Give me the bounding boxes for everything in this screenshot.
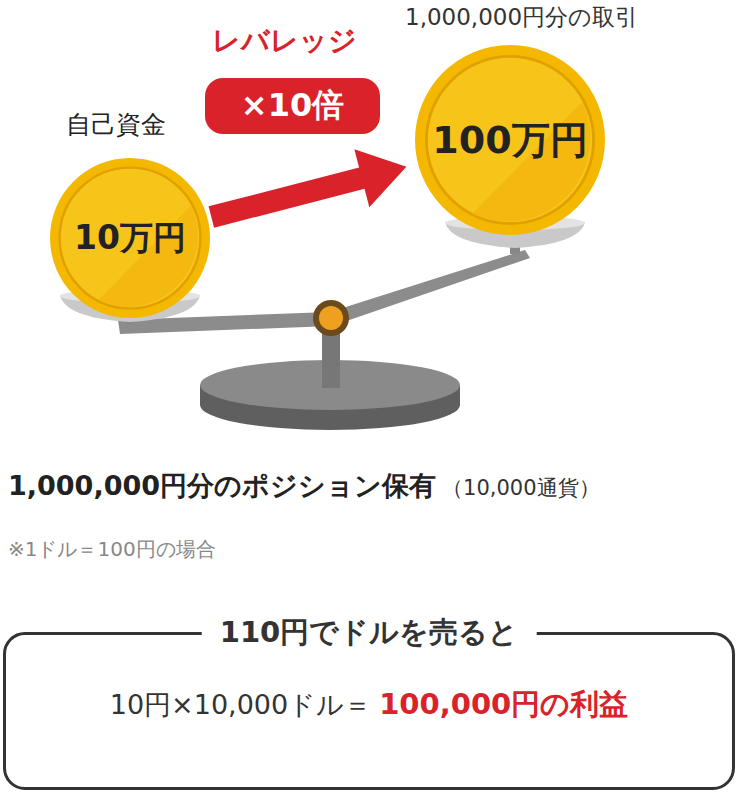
coin-amount: 100万円 — [432, 115, 587, 166]
leverage-arrow — [209, 149, 407, 228]
label-text: ※1ドル＝100円の場合 — [8, 536, 216, 563]
small-coin: 10万円 — [50, 158, 210, 318]
leverage-text: ×10倍 — [241, 84, 344, 128]
position-row: 1,000,000円分のポジション保有（10,000通貨） — [8, 468, 600, 504]
position-text: 1,000,000円分のポジション保有 — [8, 468, 436, 504]
result-box: 110円でドルを売ると10円×10,000ドル＝100,000円の利益 — [3, 632, 735, 790]
result-body: 10円×10,000ドル＝100,000円の利益 — [6, 685, 732, 725]
result-heading: 110円でドルを売ると — [202, 613, 537, 653]
unit-note: （10,000通貨） — [442, 474, 599, 502]
leverage-badge: ×10倍 — [205, 78, 380, 134]
large-coin: 100万円 — [415, 45, 605, 235]
label-text: 1,000,000円分の取引 — [405, 2, 638, 33]
coin-amount: 10万円 — [74, 216, 186, 261]
profit-text: 100,000円の利益 — [379, 685, 628, 725]
label-text: 自己資金 — [66, 108, 166, 141]
label-text: レバレッジ — [212, 22, 357, 60]
calculation-text: 10円×10,000ドル＝ — [110, 687, 371, 723]
